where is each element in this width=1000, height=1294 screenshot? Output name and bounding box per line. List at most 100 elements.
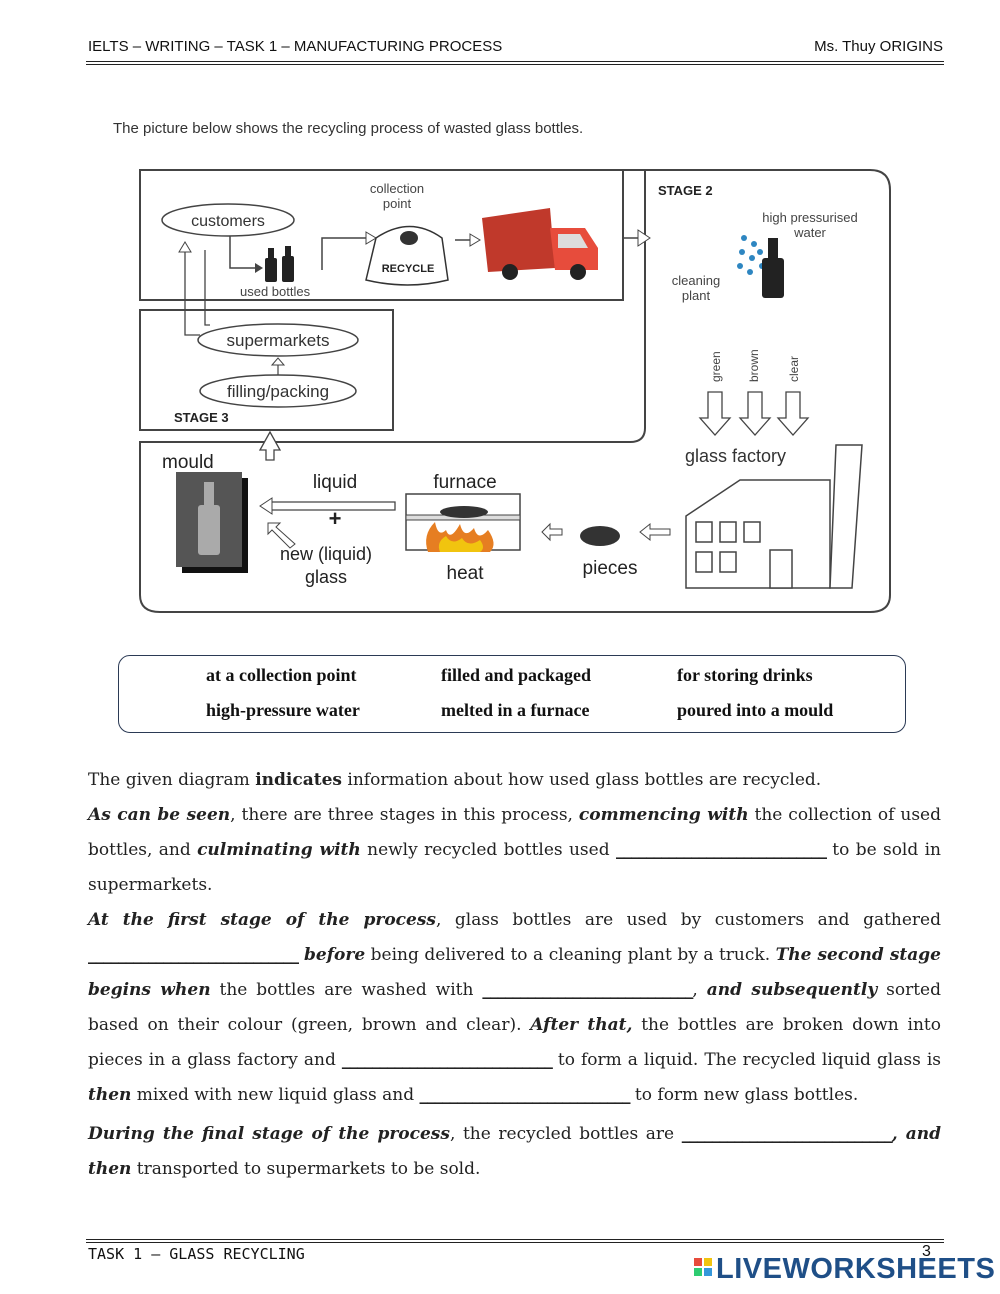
page-number: 3 bbox=[922, 1243, 931, 1260]
header-author: Ms. Thuy ORIGINS bbox=[814, 38, 943, 55]
arrow-head bbox=[365, 231, 377, 245]
text: newly recycled bottles used bbox=[360, 840, 616, 860]
water-spray-icon bbox=[737, 235, 765, 275]
collection-label-1: collection bbox=[370, 181, 424, 196]
text: to form a liquid. The recycled liquid gl… bbox=[551, 1050, 941, 1070]
stage1-frame bbox=[139, 169, 624, 301]
arrow-head bbox=[259, 497, 273, 515]
arrow-up-icon bbox=[258, 430, 282, 461]
text: to form new glass bottles. bbox=[629, 1085, 859, 1105]
header-rule bbox=[86, 61, 944, 62]
text: , glass bottles are used by customers an… bbox=[435, 910, 941, 930]
paragraph-1: The given diagram indicates information … bbox=[88, 763, 941, 798]
brown-label: brown bbox=[747, 349, 761, 382]
arrow-to-collection bbox=[321, 237, 368, 270]
keyword: commencing with bbox=[578, 805, 749, 825]
supermarkets-oval bbox=[197, 323, 359, 357]
word-bank-item: high-pressure water bbox=[206, 700, 360, 720]
keyword: At the first stage of the process bbox=[88, 910, 436, 930]
cleaning-label-2: plant bbox=[682, 288, 711, 303]
header-rule bbox=[86, 64, 944, 65]
customers-label: customers bbox=[191, 213, 265, 230]
recycle-label: RECYCLE bbox=[382, 263, 435, 275]
keyword: After that, bbox=[530, 1015, 633, 1035]
glass-pieces-in-furnace bbox=[440, 506, 488, 518]
answer-blank[interactable]: ____________________________ bbox=[482, 980, 693, 1000]
liquid-arrow bbox=[272, 501, 396, 511]
paragraph-2: As can be seen, there are three stages i… bbox=[88, 798, 941, 903]
text: transported to supermarkets to be sold. bbox=[131, 1159, 481, 1179]
filling-label: filling/packing bbox=[227, 382, 329, 401]
truck-icon bbox=[482, 208, 598, 280]
word-bank-item: filled and packaged bbox=[441, 665, 592, 685]
used-bottles-icon bbox=[265, 246, 294, 282]
clear-label: clear bbox=[787, 356, 801, 382]
mould-label: mould bbox=[162, 452, 214, 473]
arrow-head bbox=[255, 263, 263, 273]
bin-opening bbox=[400, 231, 418, 245]
word-bank-item: melted in a furnace bbox=[441, 700, 590, 720]
text: , there are three stages in this process… bbox=[230, 805, 579, 825]
recycle-bin-icon bbox=[365, 225, 449, 286]
green-label: green bbox=[709, 351, 723, 382]
text: the bottles are broken down into pieces … bbox=[88, 1015, 941, 1070]
text: the collection of used bottles, and bbox=[88, 805, 942, 860]
keyword: , and then bbox=[88, 1124, 941, 1179]
page-header: IELTS – WRITING – TASK 1 – MANUFACTURING… bbox=[88, 38, 943, 64]
arrow-head bbox=[270, 357, 286, 366]
keyword: As can be seen bbox=[88, 805, 231, 825]
arrow-left-icon bbox=[639, 522, 671, 542]
glass-factory-label: glass factory bbox=[685, 446, 786, 466]
diagram-intro: The picture below shows the recycling pr… bbox=[113, 120, 584, 137]
stage3-label: STAGE 3 bbox=[174, 410, 229, 425]
text: The given diagram bbox=[88, 770, 256, 790]
water-label-2: water bbox=[793, 225, 826, 240]
keyword: During the final stage of the process bbox=[88, 1124, 450, 1144]
cleaning-label-1: cleaning bbox=[672, 273, 720, 288]
text: , bbox=[692, 980, 707, 1000]
keyword: then bbox=[88, 1085, 132, 1105]
factory-icon bbox=[685, 444, 863, 589]
new-liquid-label-2: glass bbox=[305, 567, 347, 587]
paragraph-4: During the final stage of the process, t… bbox=[88, 1117, 941, 1187]
logo-square bbox=[694, 1268, 702, 1276]
bottle-icon bbox=[762, 238, 784, 298]
customers-oval bbox=[161, 203, 295, 237]
text: sorted based on their colour (green, bro… bbox=[88, 980, 941, 1035]
logo-square bbox=[704, 1258, 712, 1266]
answer-blank[interactable]: ____________________________ bbox=[341, 1050, 553, 1070]
answer-blank[interactable]: ____________________________ bbox=[681, 1124, 893, 1144]
outer-frame bbox=[139, 169, 891, 613]
arrow-head bbox=[637, 229, 651, 247]
used-bottles-label: used bottles bbox=[240, 284, 311, 299]
stage3-frame bbox=[139, 309, 394, 431]
logo-square bbox=[704, 1268, 712, 1276]
word-bank-item: for storing drinks bbox=[677, 665, 813, 685]
collection-label-2: point bbox=[383, 196, 412, 211]
answer-blank[interactable]: ____________________________ bbox=[615, 840, 827, 860]
keyword: indicates bbox=[255, 770, 342, 790]
stage2-label: STAGE 2 bbox=[658, 183, 713, 198]
keyword: and subsequently bbox=[706, 980, 878, 1000]
paragraph-3: At the first stage of the process, glass… bbox=[88, 903, 941, 1113]
word-bank-item: at a collection point bbox=[206, 665, 357, 685]
heat-label: heat bbox=[447, 563, 485, 584]
arrow-head bbox=[178, 241, 192, 253]
footer-title: TASK 1 – GLASS RECYCLING bbox=[88, 1245, 305, 1263]
footer-rule bbox=[86, 1242, 944, 1243]
pieces-label: pieces bbox=[583, 558, 638, 579]
answer-blank[interactable]: ____________________________ bbox=[419, 1085, 631, 1105]
arrow-to-bottles bbox=[229, 236, 255, 269]
answer-blank[interactable]: ____________________________ bbox=[88, 945, 299, 965]
diagonal-arrow-icon bbox=[267, 522, 296, 549]
recycling-process-diagram: customers used bottles collection point … bbox=[139, 169, 891, 613]
word-bank-box bbox=[118, 655, 906, 733]
liquid-label: liquid bbox=[313, 472, 357, 493]
new-liquid-label-1: new (liquid) bbox=[280, 544, 372, 564]
liveworksheets-logo[interactable]: LIVEWORKSHEETS bbox=[692, 1252, 995, 1286]
furnace-label: furnace bbox=[433, 472, 496, 493]
footer-rule bbox=[86, 1239, 944, 1240]
keyword: before bbox=[298, 945, 366, 965]
arrow-to-customers bbox=[184, 250, 200, 336]
plus-sign: + bbox=[329, 506, 342, 531]
